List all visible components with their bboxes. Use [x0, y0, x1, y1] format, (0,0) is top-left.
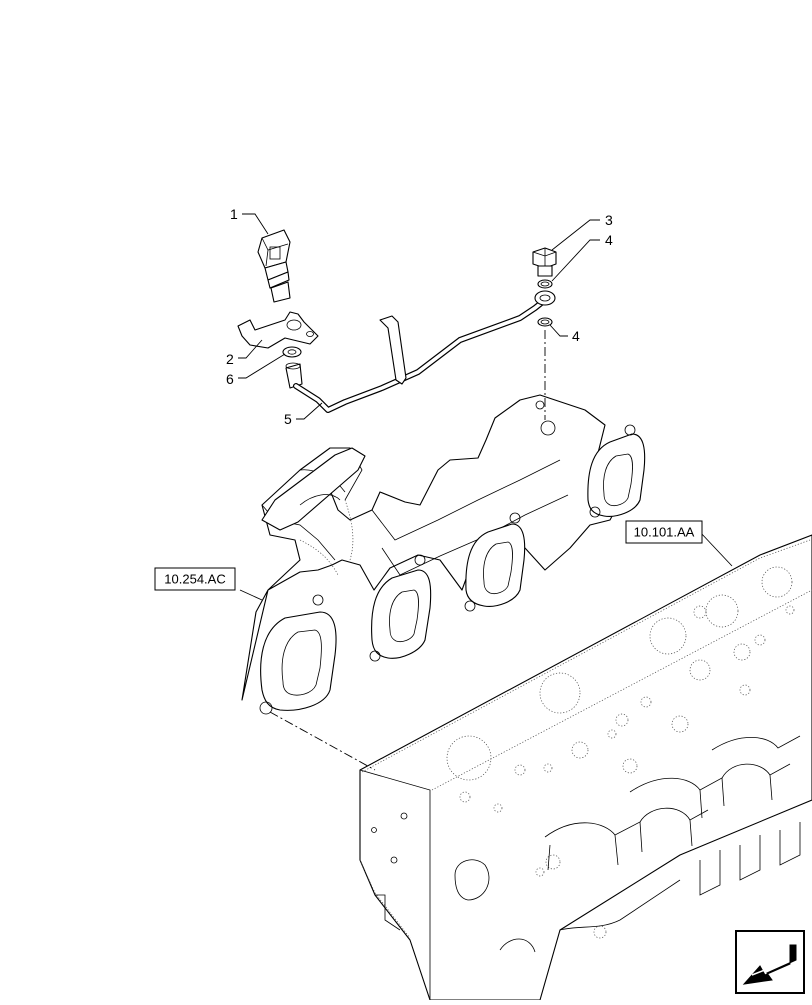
callout-1: 1: [230, 206, 238, 222]
arrow-return-icon[interactable]: [735, 930, 805, 994]
callout-6: 6: [226, 371, 234, 387]
reference-box-cylinder-head[interactable]: 10.101.AA: [625, 520, 703, 544]
cylinder-head: [359, 534, 812, 1001]
exhaust-manifold: [241, 394, 646, 715]
sealing-washer-top: [537, 279, 553, 289]
reference-label-cylinder-head: 10.101.AA: [634, 525, 695, 540]
sealing-washer-bottom: [537, 317, 553, 327]
temperature-sensor: [257, 229, 291, 303]
bracket: [237, 311, 319, 349]
washer: [282, 346, 302, 358]
callout-2: 2: [226, 351, 234, 367]
callout-4-bottom: 4: [572, 328, 580, 344]
reference-box-exhaust-manifold[interactable]: 10.254.AC: [154, 567, 236, 591]
callout-5: 5: [284, 411, 292, 427]
callout-3: 3: [605, 212, 613, 228]
reference-label-exhaust-manifold: 10.254.AC: [164, 572, 225, 587]
callout-4-top: 4: [605, 232, 613, 248]
banjo-bolt: [532, 247, 557, 277]
pipe: [285, 290, 556, 413]
centerline-manifold-to-head: [269, 711, 376, 771]
leader-lines: [238, 213, 733, 601]
